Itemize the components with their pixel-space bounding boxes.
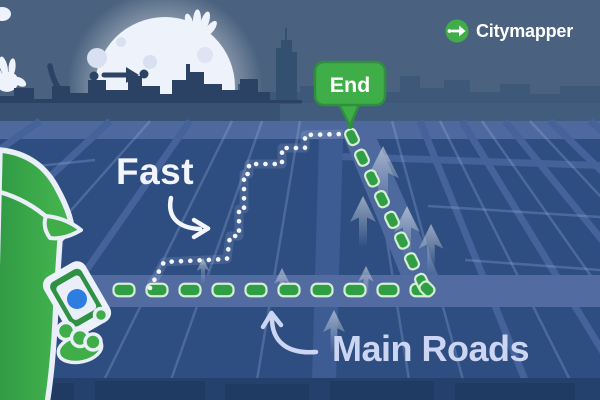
route-dash [353,148,371,167]
route-dash [363,169,381,188]
route-dash [310,282,334,298]
horizon-mist [0,103,600,122]
citymapper-mascot [0,147,112,400]
top-road [0,121,600,139]
route-dash [112,282,136,298]
horizon-strip [280,104,600,122]
route-dash [383,210,401,230]
route-dash [343,282,367,298]
fast-label: Fast [116,151,194,192]
location-dot-icon [67,289,87,309]
route-dash [376,282,400,298]
waving-hand-left-icon [0,56,27,92]
route-dash [418,280,436,298]
skyline-front [0,64,302,122]
route-dash [244,282,268,298]
main-roads-arrow-icon [260,310,319,355]
mascot-cap-tip [42,214,83,241]
end-marker: End [313,60,387,129]
main-roads-route [112,127,436,298]
route-dash [178,282,202,298]
citymapper-logo: Citymapper [445,19,573,43]
main-roads-label: Main Roads [332,328,529,369]
end-label: End [330,73,371,97]
brand-name: Citymapper [476,21,573,41]
mascot-hand [55,306,110,365]
fast-route [147,131,346,291]
route-dash [393,231,411,250]
route-dash [211,282,235,298]
fast-arrow-icon [167,195,211,240]
waving-hand-right-icon [176,9,217,48]
route-dash [343,127,361,147]
route-dash [373,189,391,209]
cross-road [340,153,600,169]
hand-fingertip-icon [0,7,11,21]
streets [0,118,600,382]
vertical-street [312,138,343,381]
route-dash [277,282,301,298]
bottom-blocks [10,381,575,400]
route-dash [403,252,421,271]
